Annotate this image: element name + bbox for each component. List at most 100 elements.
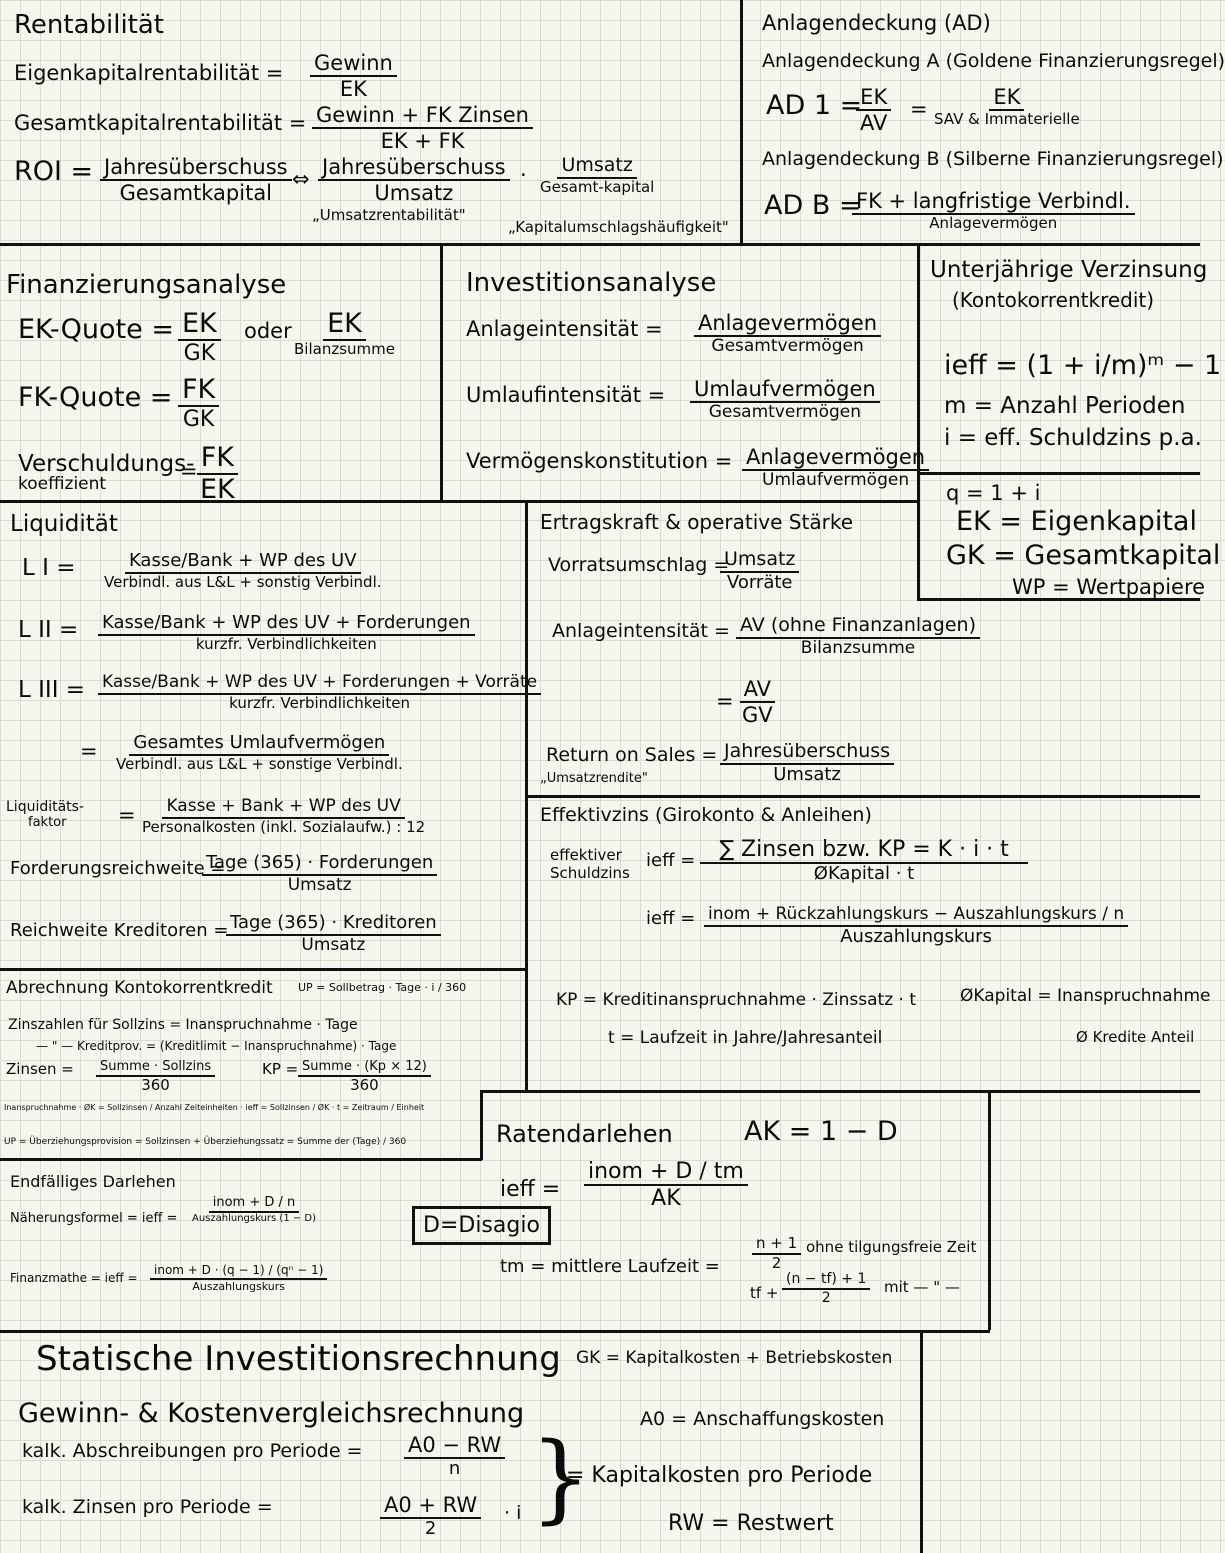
fraction-numerator: Summe · Sollzins bbox=[96, 1060, 216, 1077]
section-title-ertragskraft: Ertragskraft & operative Stärke bbox=[540, 510, 853, 534]
restwert-definition: RW = Restwert bbox=[668, 1511, 834, 1536]
fraction-denominator: SAV & Immaterielle bbox=[934, 110, 1080, 129]
fraction-denominator: Umsatz bbox=[773, 763, 841, 785]
fraction-denominator: Auszahlungskurs (1 − D) bbox=[192, 1212, 317, 1224]
fraction-denominator: 360 bbox=[350, 1075, 379, 1094]
fraction-numerator: Kasse/Bank + WP des UV + Forderungen + V… bbox=[98, 673, 542, 695]
fraction-denominator: Verbindl. aus L&L + sonstige Verbindl. bbox=[116, 754, 403, 773]
fraction-numerator: n + 1 bbox=[752, 1235, 802, 1255]
tm-text-2: mit — " — bbox=[884, 1278, 960, 1296]
section-title-liquiditaet: Liquidität bbox=[10, 511, 118, 537]
fraction-numerator: Kasse/Bank + WP des UV + Forderungen bbox=[98, 613, 475, 636]
fraction-numerator: EK bbox=[989, 86, 1025, 112]
disagio-box: D=Disagio bbox=[412, 1206, 551, 1245]
fraction-numerator: Umsatz bbox=[557, 155, 637, 179]
roi-multiply: · bbox=[520, 163, 527, 187]
verschuldung-fraction: FK EK bbox=[196, 443, 239, 505]
zinsen-label-statisch: kalk. Zinsen pro Periode = bbox=[22, 1496, 273, 1518]
ek-quote-fraction: EK GK bbox=[178, 309, 221, 365]
ak-definition: AK = 1 − D bbox=[744, 1116, 898, 1147]
fraction-numerator: Anlagevermögen bbox=[694, 312, 882, 338]
fraction-numerator: Kasse + Bank + WP des UV bbox=[162, 797, 405, 819]
anlageintensitaet-fraction: Anlagevermögen Gesamtvermögen bbox=[694, 312, 882, 356]
divider-top bbox=[0, 243, 1200, 246]
fraction-numerator: EK bbox=[323, 309, 366, 342]
fk-quote-fraction: FK GK bbox=[178, 375, 220, 431]
ad1-label: AD 1 = bbox=[766, 90, 863, 121]
fraction-denominator: Bilanzsumme bbox=[294, 340, 395, 359]
fraction-denominator: Umsatz bbox=[287, 874, 352, 895]
fraction-numerator: Gewinn bbox=[310, 52, 397, 78]
section-title-effektivzins: Effektivzins (Girokonto & Anleihen) bbox=[540, 804, 872, 826]
q-definition: q = 1 + i bbox=[946, 481, 1041, 505]
vorratsumschlag-fraction: Umsatz Vorräte bbox=[720, 549, 800, 593]
okapital-definition-2: Ø Kredite Anteil bbox=[1076, 1028, 1195, 1046]
fraction-numerator: Jahresüberschuss bbox=[100, 156, 292, 182]
fraction-denominator: GV bbox=[742, 703, 773, 728]
i-definition: i = eff. Schuldzins p.a. bbox=[944, 425, 1202, 451]
l1-fraction: Kasse/Bank + WP des UV Verbindl. aus L&L… bbox=[100, 551, 386, 591]
zinsen-multiply: · i bbox=[504, 1502, 522, 1524]
fraction-numerator: AV bbox=[739, 678, 776, 704]
up-formula: UP = Überziehungsprovision = Sollzinsen … bbox=[4, 1137, 407, 1147]
ek-rentabilitaet-fraction: Gewinn EK bbox=[310, 52, 397, 100]
tm-label: tm = mittlere Laufzeit = bbox=[500, 1256, 720, 1277]
fraction-denominator: 2 bbox=[771, 1253, 782, 1272]
adb-label: AD B = bbox=[764, 190, 862, 221]
fraction-denominator: Auszahlungskurs bbox=[840, 925, 992, 947]
fraction-denominator: 2 bbox=[821, 1289, 831, 1306]
section-title-rentabilitaet: Rentabilität bbox=[14, 10, 164, 40]
fraction-numerator: EK bbox=[856, 86, 892, 112]
roi-label: ROI = bbox=[14, 156, 94, 187]
abschreibung-label: kalk. Abschreibungen pro Periode = bbox=[22, 1440, 363, 1462]
fraction-denominator: kurzfr. Verbindlichkeiten bbox=[195, 634, 377, 653]
liquiditaetsfaktor-fraction: Kasse + Bank + WP des UV Personalkosten … bbox=[138, 797, 429, 836]
zinsen-fraction-statisch: A0 + RW 2 bbox=[380, 1494, 482, 1540]
vorratsumschlag-label: Vorratsumschlag = bbox=[548, 554, 730, 576]
wp-definition: WP = Wertpapiere bbox=[1012, 575, 1206, 599]
ek-rentabilitaet-label: Eigenkapitalrentabilität = bbox=[14, 61, 284, 85]
fraction-denominator: EK + FK bbox=[380, 129, 465, 154]
section-title-statisch: Statische Investitionsrechnung bbox=[36, 1339, 561, 1379]
fraction-denominator: EK bbox=[339, 77, 367, 102]
divider-statisch bbox=[0, 1330, 990, 1333]
fraction-numerator: FK + langfristige Verbindl. bbox=[852, 190, 1135, 216]
fraction-numerator: Umsatz bbox=[720, 549, 800, 573]
fraction-numerator: Jahresüberschuss bbox=[318, 156, 510, 182]
fraction-denominator: Gesamtkapital bbox=[119, 181, 273, 206]
liquiditaetsfaktor-equals: = bbox=[118, 803, 136, 827]
m-definition: m = Anzahl Perioden bbox=[944, 393, 1186, 419]
a0-definition: A0 = Anschaffungskosten bbox=[640, 1408, 885, 1430]
fraction-numerator: ∑ Zinsen bzw. KP = K · i · t bbox=[700, 838, 1028, 865]
roi-fraction-1: Jahresüberschuss Gesamtkapital bbox=[100, 156, 292, 204]
fraction-denominator: 2 bbox=[424, 1518, 437, 1540]
ieff-2-fraction: inom + Rückzahlungskurs − Auszahlungskur… bbox=[704, 905, 1129, 947]
section-title-raten: Ratendarlehen bbox=[496, 1120, 673, 1148]
fraction-denominator: ØKapital · t bbox=[813, 863, 915, 885]
kreditprov-label: — " — Kreditprov. = (Kreditlimit − Inans… bbox=[36, 1039, 397, 1053]
fraction-numerator: inom + D / tm bbox=[584, 1160, 748, 1187]
fraction-denominator: kurzfr. Verbindlichkeiten bbox=[229, 693, 410, 712]
finanzmathe-fraction: inom + D · (q − 1) / (qⁿ − 1) Auszahlung… bbox=[150, 1264, 328, 1292]
kapitalkosten-result: = Kapitalkosten pro Periode bbox=[566, 1463, 873, 1488]
l2-label: L II = bbox=[18, 617, 79, 643]
divider-abk-bottom bbox=[917, 598, 1200, 601]
fraction-denominator: Vorräte bbox=[726, 571, 793, 593]
gk-rentabilitaet-label: Gesamtkapitalrentabilität = bbox=[14, 111, 307, 135]
fraction-denominator: Gesamtvermögen bbox=[708, 402, 862, 423]
zinsen-fraction: Summe · Sollzins 360 bbox=[96, 1060, 216, 1093]
kontokorrent-up-formula: UP = Sollbetrag · Tage · i / 360 bbox=[298, 981, 467, 994]
l1-label: L I = bbox=[22, 555, 76, 581]
fraction-numerator: Tage (365) · Kreditoren bbox=[226, 913, 441, 936]
ek-quote-fraction-2: EK Bilanzsumme bbox=[290, 309, 399, 359]
divider-liq-ertrag bbox=[525, 500, 528, 1090]
divider-konto-raten bbox=[480, 1090, 483, 1160]
tm-tf-label: tf + bbox=[750, 1284, 779, 1302]
liquiditaetsfaktor-label-2: faktor bbox=[28, 815, 67, 830]
fraction-numerator: inom + Rückzahlungskurs − Auszahlungskur… bbox=[704, 905, 1129, 927]
ek-quote-oder: oder bbox=[244, 319, 292, 343]
verschuldung-label: Verschuldungs- bbox=[18, 451, 195, 477]
abschreibung-fraction: A0 − RW n bbox=[404, 1434, 506, 1479]
l3b-fraction: Gesamtes Umlaufvermögen Verbindl. aus L&… bbox=[112, 733, 407, 773]
roi-fraction-2: Jahresüberschuss Umsatz bbox=[318, 156, 510, 204]
